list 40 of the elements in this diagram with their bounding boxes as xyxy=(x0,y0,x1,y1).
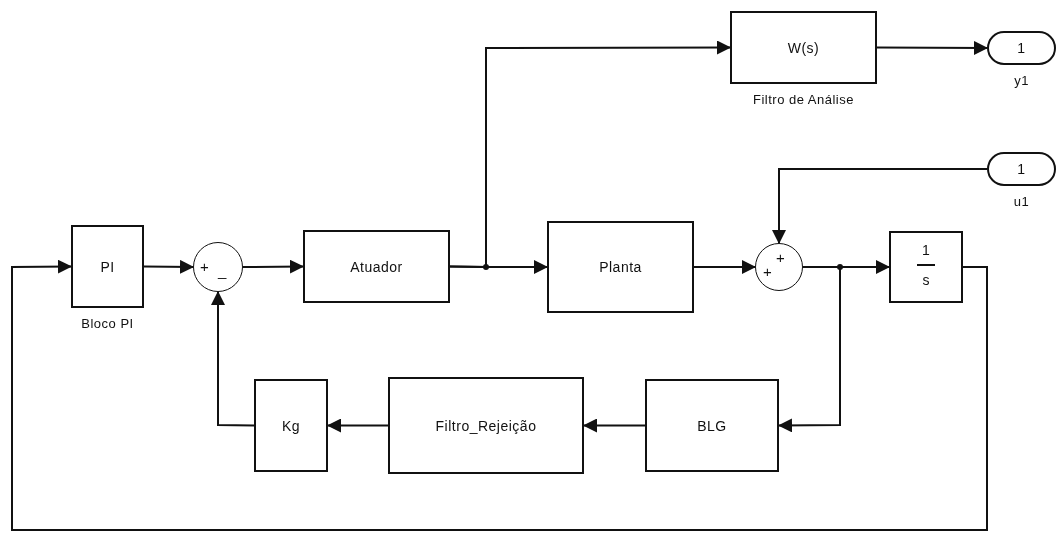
block-box xyxy=(730,11,877,84)
block-caption: u1 xyxy=(1013,194,1030,209)
block-label: BLG xyxy=(697,418,727,433)
block-box xyxy=(645,379,779,472)
block-caption: Filtro de Análise xyxy=(753,92,854,107)
block-box xyxy=(303,230,450,303)
signal-arrow xyxy=(693,260,756,274)
denominator: s xyxy=(922,273,930,287)
signal-arrow xyxy=(327,418,389,433)
integrator-box xyxy=(889,231,963,303)
signal-arrow xyxy=(778,266,841,433)
block-label: PI xyxy=(100,259,115,274)
block-label: Filtro_Rejeição xyxy=(435,418,537,433)
numerator: 1 xyxy=(922,243,930,257)
port-number: 1 xyxy=(1017,41,1026,55)
block-label: Kg xyxy=(281,418,301,433)
signal-arrow xyxy=(876,40,988,55)
block-label: Atuador xyxy=(350,259,403,274)
sum-junction xyxy=(755,243,803,291)
plus-sign: + xyxy=(200,259,209,274)
port-number: 1 xyxy=(1017,162,1026,176)
block-caption: Bloco PI xyxy=(81,316,134,331)
signal-arrow xyxy=(11,259,988,531)
signal-arrow xyxy=(449,40,731,268)
sign: + xyxy=(776,250,785,265)
block-box xyxy=(254,379,328,472)
sign: _ xyxy=(218,263,227,278)
plus-sign: + xyxy=(763,264,772,279)
signal-arrow xyxy=(211,291,255,427)
block-box xyxy=(547,221,694,313)
sum-junction xyxy=(193,242,243,292)
block-box xyxy=(71,225,144,308)
signal-arrow xyxy=(772,168,988,244)
signal-arrow xyxy=(143,259,194,274)
block-label: Planta xyxy=(599,260,642,274)
signal-arrow xyxy=(242,259,304,274)
signal-arrow xyxy=(583,418,646,433)
block-caption: y1 xyxy=(1014,73,1029,88)
block-box xyxy=(388,377,584,474)
block-label: W(s) xyxy=(787,40,820,55)
